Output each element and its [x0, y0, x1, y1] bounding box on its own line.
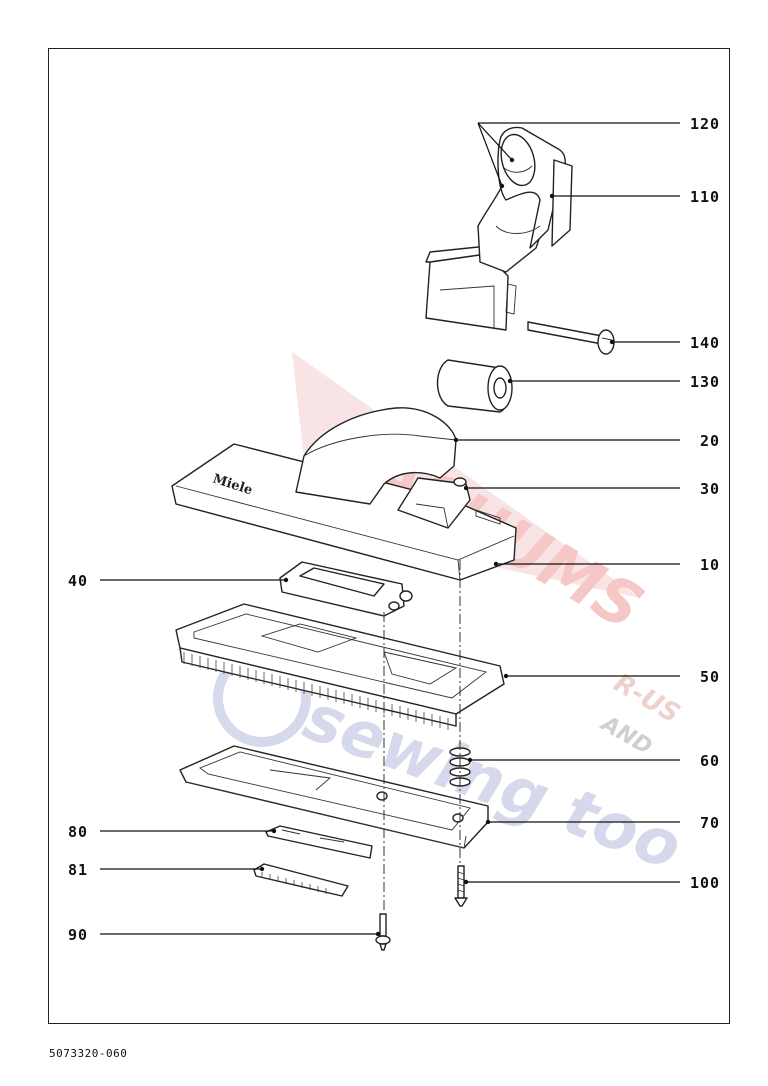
part-100-screw [454, 865, 468, 907]
part-label-40: 40 [68, 572, 88, 590]
drawing-frame [48, 48, 730, 1024]
part-label-110: 110 [690, 188, 720, 206]
part-label-80: 80 [68, 823, 88, 841]
part-90-screw [375, 913, 391, 951]
part-labels: 120 110 140 130 20 30 10 40 50 60 70 80 … [68, 115, 720, 944]
part-label-20: 20 [700, 432, 720, 450]
part-50-brush-plate [175, 603, 505, 730]
part-label-130: 130 [690, 373, 720, 391]
part-110-swivel-neck [425, 126, 573, 331]
part-label-30: 30 [700, 480, 720, 498]
part-label-120: 120 [690, 115, 720, 133]
part-label-81: 81 [68, 861, 88, 879]
drawing-number: 5073320-060 [49, 1047, 128, 1060]
part-label-90: 90 [68, 926, 88, 944]
watermark-and-text: AND [595, 711, 656, 761]
part-140-axle-pin [527, 321, 615, 355]
part-label-140: 140 [690, 334, 720, 352]
part-20-hood [295, 407, 457, 505]
part-label-50: 50 [700, 668, 720, 686]
part-10-housing: Miele [171, 443, 517, 581]
brush-bristles [183, 652, 449, 730]
part-130-roller [436, 359, 513, 413]
leader-lines [100, 122, 680, 937]
part-label-10: 10 [700, 556, 720, 574]
part-label-70: 70 [700, 814, 720, 832]
part-81-brush-strip [253, 863, 349, 897]
part-label-100: 100 [690, 874, 720, 892]
part-30-release-lever [397, 477, 471, 529]
part-40-frame-insert [279, 561, 413, 617]
part-label-60: 60 [700, 752, 720, 770]
part-80-strip [265, 825, 373, 859]
